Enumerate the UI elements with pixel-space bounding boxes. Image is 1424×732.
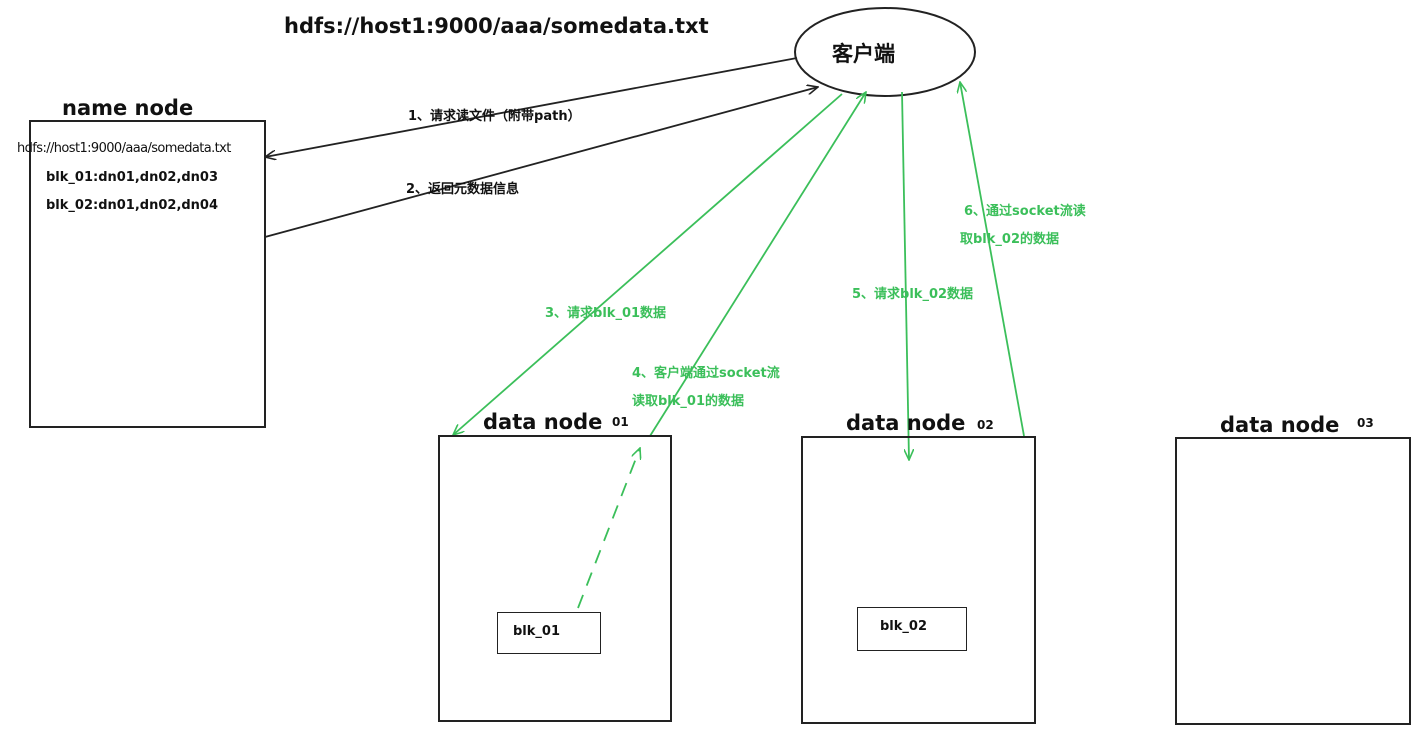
data-node-01-index: 01 bbox=[612, 415, 629, 429]
arrow-step-1 bbox=[265, 57, 798, 157]
arrow-step-6 bbox=[960, 82, 1025, 437]
name-node-block-1: blk_01:dn01,dn02,dn03 bbox=[46, 170, 219, 185]
data-node-01-box bbox=[438, 435, 672, 722]
arrow-step-5 bbox=[901, 91, 909, 460]
step-2-label: 2、返回元数据信息 bbox=[406, 182, 520, 197]
step-4-label-line-1: 4、客户端通过socket流 bbox=[632, 366, 780, 381]
arrow-step-2 bbox=[264, 87, 818, 238]
name-node-box bbox=[29, 120, 266, 428]
diagram-title: hdfs://host1:9000/aaa/somedata.txt bbox=[284, 14, 709, 38]
data-node-02-label: data node bbox=[846, 411, 966, 435]
data-node-02-index: 02 bbox=[977, 418, 994, 432]
step-1-label: 1、请求读文件（附带path） bbox=[408, 109, 581, 124]
arrow-step-4 bbox=[649, 92, 866, 437]
data-node-01-block-box bbox=[497, 612, 601, 654]
step-6-label-line-1: 6、通过socket流读 bbox=[964, 204, 1086, 219]
name-node-path: hdfs://host1:9000/aaa/somedata.txt bbox=[17, 141, 231, 156]
step-3-label: 3、请求blk_01数据 bbox=[545, 306, 667, 321]
name-node-label: name node bbox=[62, 96, 194, 120]
data-node-03-label: data node bbox=[1220, 413, 1340, 437]
data-node-02-box bbox=[801, 436, 1036, 724]
data-node-01-label: data node bbox=[483, 410, 603, 434]
data-node-02-block: blk_02 bbox=[880, 619, 927, 634]
step-6-label-line-2: 取blk_02的数据 bbox=[960, 232, 1059, 247]
data-node-03-index: 03 bbox=[1357, 416, 1374, 430]
data-node-03-box bbox=[1175, 437, 1411, 725]
data-node-02-block-box bbox=[857, 607, 967, 651]
arrow-step-3 bbox=[453, 93, 843, 435]
arrow-step-4-dashed bbox=[577, 448, 640, 609]
client-label: 客户端 bbox=[832, 42, 895, 66]
client-node-shape bbox=[794, 7, 976, 97]
data-node-01-block: blk_01 bbox=[513, 624, 560, 639]
step-5-label: 5、请求blk_02数据 bbox=[852, 287, 974, 302]
name-node-block-2: blk_02:dn01,dn02,dn04 bbox=[46, 198, 219, 213]
step-4-label-line-2: 读取blk_01的数据 bbox=[632, 394, 744, 409]
